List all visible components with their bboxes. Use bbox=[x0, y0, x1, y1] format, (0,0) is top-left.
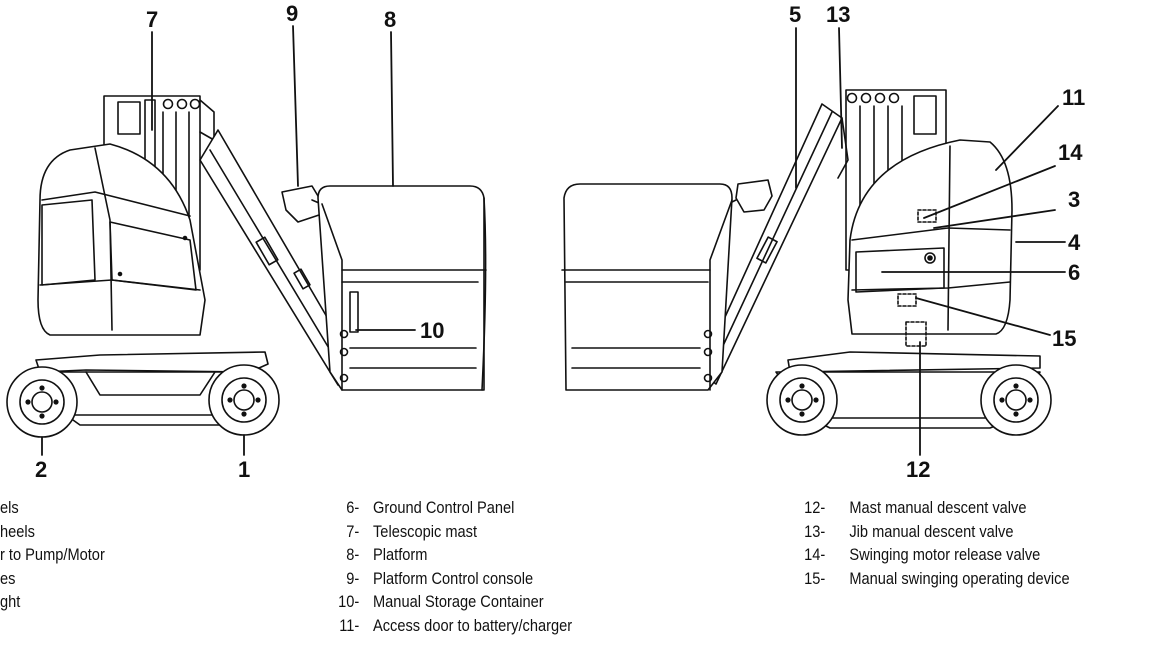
legend-text: Platform bbox=[373, 545, 428, 564]
legend-number: 15- bbox=[804, 568, 826, 588]
legend-text: Platform Control console bbox=[373, 568, 534, 588]
legend-text: heels bbox=[0, 521, 35, 541]
legend-item: 6- Ground Control Panel bbox=[330, 496, 572, 520]
legend-item: 13- Jib manual descent valve bbox=[796, 520, 1070, 544]
callout-5: 5 bbox=[789, 2, 801, 27]
legend-text: ght bbox=[0, 592, 21, 611]
legend-text: Manual swinging operating device bbox=[849, 568, 1070, 588]
left-chassis-cover bbox=[37, 143, 206, 336]
callout-15: 15 bbox=[1052, 326, 1076, 351]
right-platform-basket bbox=[561, 183, 733, 391]
legend-text: Mast manual descent valve bbox=[849, 498, 1027, 517]
callout-10: 10 bbox=[420, 318, 444, 343]
legend-number: 10- bbox=[338, 592, 360, 611]
legend-item: r to Pump/Motor bbox=[0, 543, 105, 567]
legend-item: 11- Access door to battery/charger bbox=[330, 614, 572, 638]
callout-13: 13 bbox=[826, 2, 850, 27]
legend-text: Ground Control Panel bbox=[373, 498, 515, 517]
legend-item: 8- Platform bbox=[330, 543, 572, 567]
legend-column-1: els heels r to Pump/Motor es ght bbox=[0, 496, 105, 614]
legend-number: 11- bbox=[339, 615, 360, 635]
callout-8: 8 bbox=[384, 7, 396, 32]
callout-11: 11 bbox=[1062, 85, 1085, 110]
legend-item: 14- Swinging motor release valve bbox=[796, 543, 1070, 567]
left-wheel-1 bbox=[208, 364, 280, 436]
callout-6: 6 bbox=[1068, 260, 1080, 285]
legend-text: els bbox=[0, 498, 19, 517]
legend-item: ght bbox=[0, 590, 105, 614]
callout-12: 12 bbox=[906, 457, 930, 482]
legend-column-2: 6- Ground Control Panel 7- Telescopic mast… bbox=[330, 496, 572, 637]
right-wheel-front bbox=[766, 364, 838, 436]
legend-number: 8- bbox=[346, 545, 360, 564]
legend-text: Manual Storage Container bbox=[373, 592, 544, 611]
legend-item: es bbox=[0, 567, 105, 591]
right-machine bbox=[561, 89, 1052, 436]
legend-item: 15- Manual swinging operating device bbox=[796, 567, 1070, 591]
legend-text: r to Pump/Motor bbox=[0, 545, 105, 564]
legend-column-3: 12- Mast manual descent valve 13- Jib manu… bbox=[796, 496, 1070, 591]
legend-number: 12- bbox=[804, 498, 826, 517]
legend-item: els bbox=[0, 496, 105, 520]
legend-item: heels bbox=[0, 520, 105, 544]
callout-2: 2 bbox=[35, 457, 47, 482]
legend-item: 9- Platform Control console bbox=[330, 567, 572, 591]
left-wheel-2 bbox=[6, 366, 78, 438]
callout-1: 1 bbox=[238, 457, 250, 482]
legend-text: Jib manual descent valve bbox=[849, 521, 1014, 541]
legend-text: Access door to battery/charger bbox=[373, 615, 573, 635]
callout-labels: 7 9 8 10 2 1 5 13 11 14 3 4 6 15 12 bbox=[35, 1, 1085, 482]
leader-lines bbox=[41, 25, 1066, 456]
callout-4: 4 bbox=[1068, 230, 1081, 255]
right-jib-arm bbox=[699, 103, 849, 385]
legend-item: 12- Mast manual descent valve bbox=[796, 496, 1070, 520]
left-machine bbox=[6, 95, 487, 438]
legend-number: 9- bbox=[346, 568, 360, 588]
right-wheel-rear bbox=[980, 364, 1052, 436]
legend-number: 13- bbox=[804, 521, 826, 541]
legend-item: 10- Manual Storage Container bbox=[330, 590, 572, 614]
legend-number: 14- bbox=[804, 545, 826, 564]
legend-text: Swinging motor release valve bbox=[849, 545, 1041, 564]
callout-9: 9 bbox=[286, 1, 298, 26]
legend-number: 7- bbox=[346, 521, 360, 541]
legend-item: 7- Telescopic mast bbox=[330, 520, 572, 544]
callout-7: 7 bbox=[146, 7, 158, 32]
legend-text: es bbox=[0, 568, 16, 588]
legend-number: 6- bbox=[346, 498, 360, 517]
callout-3: 3 bbox=[1068, 187, 1080, 212]
callout-14: 14 bbox=[1058, 140, 1083, 165]
left-platform-basket bbox=[317, 185, 487, 391]
legend-text: Telescopic mast bbox=[373, 521, 478, 541]
right-chassis-cover bbox=[847, 139, 1013, 347]
